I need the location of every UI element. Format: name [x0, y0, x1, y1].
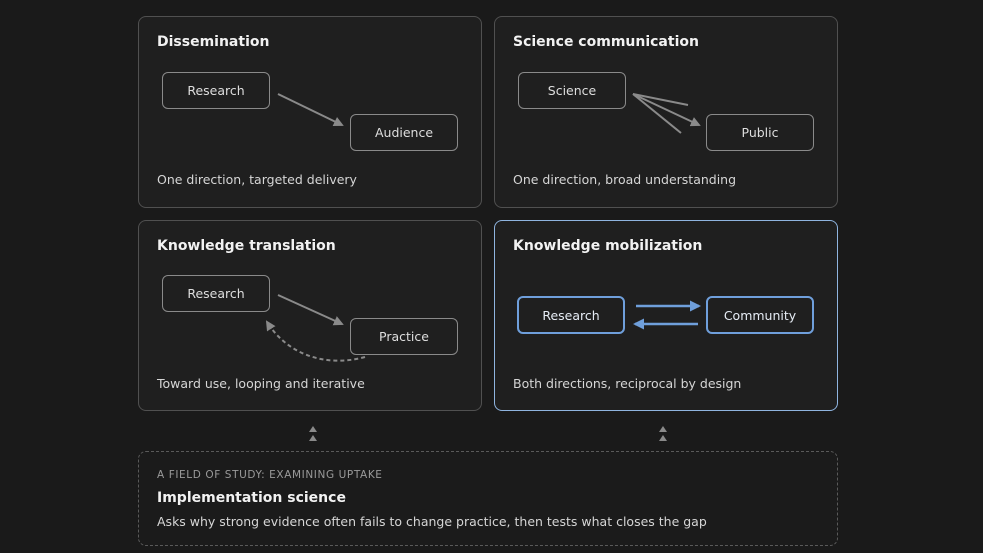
field-title: Implementation science [157, 490, 346, 506]
up-arrow-icon [659, 426, 667, 441]
card-dissemination: Dissemination Research Audience One dire… [138, 16, 482, 208]
card-title: Science communication [513, 34, 699, 50]
card-caption: One direction, targeted delivery [157, 172, 357, 187]
card-title: Knowledge mobilization [513, 238, 703, 254]
node-science: Science [518, 72, 626, 109]
node-community: Community [706, 296, 814, 334]
card-caption: Both directions, reciprocal by design [513, 376, 742, 391]
field-of-study-panel: A FIELD OF STUDY: EXAMINING UPTAKE Imple… [138, 451, 838, 546]
node-research: Research [517, 296, 625, 334]
card-caption: One direction, broad understanding [513, 172, 737, 187]
node-practice: Practice [350, 318, 458, 355]
card-title: Dissemination [157, 34, 270, 50]
field-eyebrow: A FIELD OF STUDY: EXAMINING UPTAKE [157, 469, 383, 481]
up-arrow-icon [309, 426, 317, 441]
field-description: Asks why strong evidence often fails to … [157, 514, 707, 529]
node-audience: Audience [350, 114, 458, 151]
card-caption: Toward use, looping and iterative [157, 376, 365, 391]
card-science-communication: Science communication Science Public One… [494, 16, 838, 208]
card-title: Knowledge translation [157, 238, 336, 254]
node-research: Research [162, 275, 270, 312]
card-knowledge-mobilization: Knowledge mobilization Research Communit… [494, 220, 838, 411]
node-research: Research [162, 72, 270, 109]
card-knowledge-translation: Knowledge translation Research Practice … [138, 220, 482, 411]
node-public: Public [706, 114, 814, 151]
